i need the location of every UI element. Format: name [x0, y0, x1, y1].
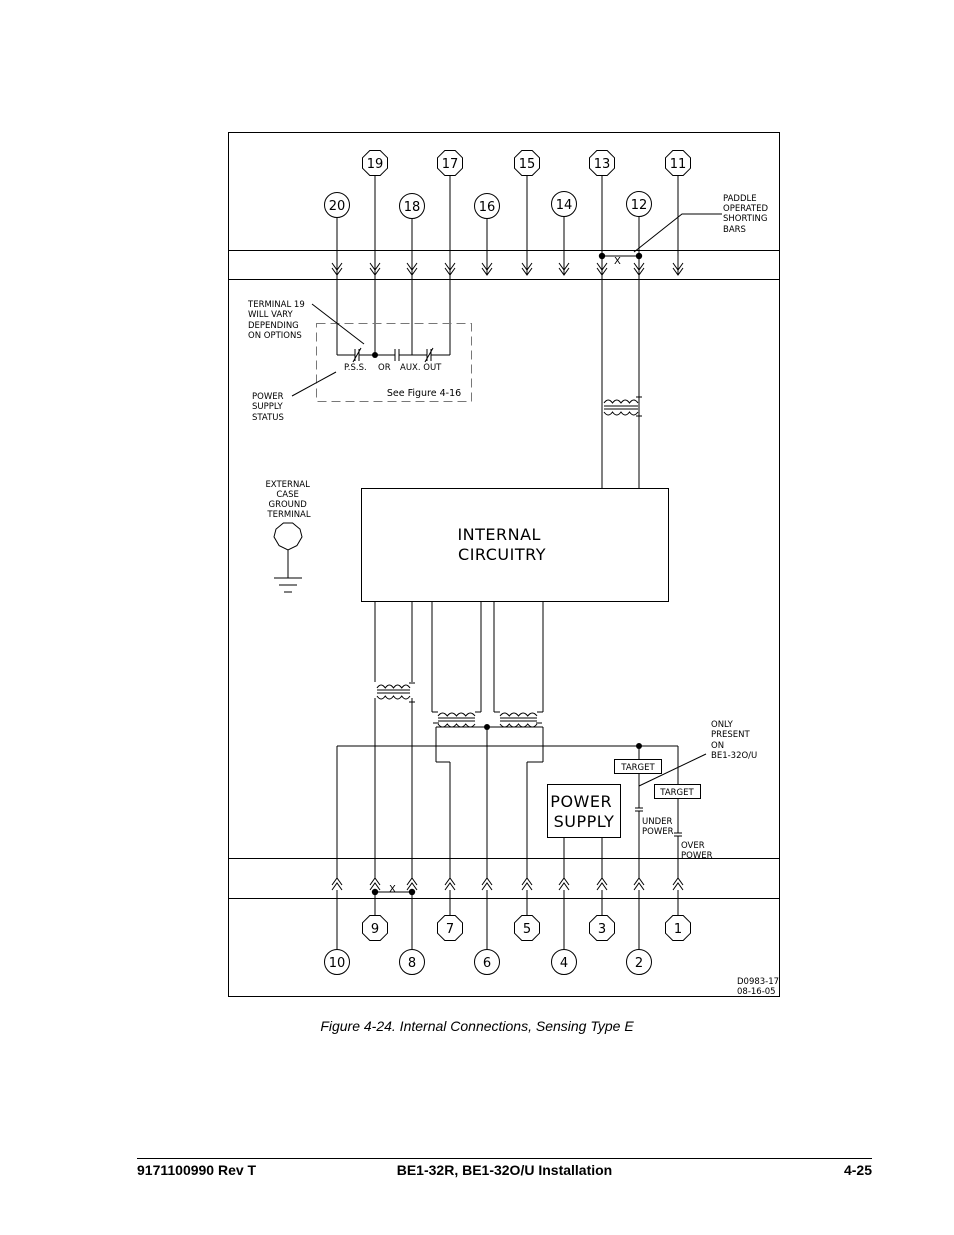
diagram-frame — [228, 132, 780, 997]
connector-arrow-up — [672, 877, 684, 891]
bottom-shorting-mark: X — [389, 884, 396, 895]
terminal-12: 12 — [626, 191, 652, 217]
terminal-8: 8 — [399, 949, 425, 975]
target-label-over: TARGET — [659, 788, 694, 798]
terminal-7: 7 — [437, 915, 463, 941]
terminal-16: 16 — [474, 193, 500, 219]
pss-label: P.S.S. — [344, 363, 367, 373]
target-label-under: TARGET — [620, 763, 655, 773]
terminal-13: 13 — [589, 150, 615, 176]
see-figure-note: See Figure 4-16 — [387, 388, 461, 399]
terminal-number: 13 — [594, 157, 611, 172]
page-footer: 9171100990 Rev T BE1-32R, BE1-32O/U Inst… — [137, 1158, 872, 1178]
figure-caption: Figure 4-24. Internal Connections, Sensi… — [320, 1018, 634, 1034]
terminal-19: 19 — [362, 150, 388, 176]
only-present-note: ONLY PRESENT ON BE1-32O/U — [711, 720, 757, 761]
connector-arrow-down — [444, 262, 456, 276]
terminal-2: 2 — [626, 949, 652, 975]
terminal-14: 14 — [551, 191, 577, 217]
footer-title: BE1-32R, BE1-32O/U Installation — [396, 1162, 613, 1178]
target-box-over — [654, 784, 701, 799]
connector-arrow-down — [672, 262, 684, 276]
terminal-10: 10 — [324, 949, 350, 975]
connector-arrow-down — [558, 262, 570, 276]
terminal-number: 5 — [523, 922, 531, 937]
terminal-number: 4 — [560, 956, 568, 971]
connector-arrow-up — [369, 877, 381, 891]
terminal-number: 1 — [674, 922, 682, 937]
internal-circuitry-label: INTERNAL CIRCUITRY — [457, 525, 546, 564]
terminal-number: 17 — [442, 157, 459, 172]
over-power-label: OVER POWER — [681, 841, 713, 861]
terminal-number: 7 — [446, 922, 454, 937]
footer-page-number: 4-25 — [843, 1162, 872, 1178]
terminal-number: 9 — [371, 922, 379, 937]
connector-arrow-up — [331, 877, 343, 891]
connector-arrow-down — [369, 262, 381, 276]
internal-circuitry-box — [361, 488, 669, 602]
option-box — [316, 323, 472, 402]
connector-arrow-up — [633, 877, 645, 891]
bottom-terminal-row: 9 7 5 3 1 10 8 6 4 2 — [324, 915, 691, 975]
terminal-number: 20 — [329, 199, 346, 214]
connector-arrow-down — [596, 262, 608, 276]
top-connector-arrows — [331, 262, 684, 276]
terminal-number: 8 — [408, 956, 416, 971]
terminal-20: 20 — [324, 192, 350, 218]
connector-arrow-down — [521, 262, 533, 276]
connector-arrow-up — [558, 877, 570, 891]
power-supply-label: POWER SUPPLY — [550, 792, 617, 831]
terminal-number: 18 — [404, 200, 421, 215]
drawing-number: D0983-17 08-16-05 — [737, 977, 782, 997]
connector-arrow-up — [406, 877, 418, 891]
terminal-number: 15 — [519, 157, 536, 172]
ground-note: EXTERNAL CASE GROUND TERMINAL — [265, 480, 312, 520]
connector-arrow-down — [331, 262, 343, 276]
connector-arrow-down — [406, 262, 418, 276]
terminal-5: 5 — [514, 915, 540, 941]
terminal-3: 3 — [589, 915, 615, 941]
terminal-number: 3 — [598, 922, 606, 937]
terminal-number: 16 — [479, 200, 496, 215]
power-supply-box — [547, 784, 621, 838]
terminal-11: 11 — [665, 150, 691, 176]
terminal-number: 2 — [635, 956, 643, 971]
terminal-1: 1 — [665, 915, 691, 941]
terminal-17: 17 — [437, 150, 463, 176]
top-terminal-row: 19 17 15 13 11 20 18 16 14 12 — [324, 150, 691, 219]
or-label: OR — [378, 363, 391, 373]
connector-arrow-up — [521, 877, 533, 891]
terminal-number: 14 — [556, 198, 573, 213]
target-box-under — [614, 759, 662, 774]
terminal-18: 18 — [399, 193, 425, 219]
under-power-label: UNDER POWER — [642, 817, 675, 837]
terminal-9: 9 — [362, 915, 388, 941]
terminal-number: 19 — [367, 157, 384, 172]
bottom-connector-arrows — [331, 877, 684, 891]
connector-arrow-down — [481, 262, 493, 276]
terminal-number: 11 — [670, 157, 687, 172]
ground-terminal-icon — [273, 522, 303, 551]
connector-arrow-up — [444, 877, 456, 891]
terminal-4: 4 — [551, 949, 577, 975]
terminal-number: 10 — [329, 956, 346, 971]
paddle-note: PADDLE OPERATED SHORTING BARS — [723, 194, 771, 235]
connector-arrow-up — [596, 877, 608, 891]
terminal-15: 15 — [514, 150, 540, 176]
connector-arrow-up — [481, 877, 493, 891]
power-supply-status-note: POWER SUPPLY STATUS — [252, 392, 286, 423]
terminal19-note: TERMINAL 19 WILL VARY DEPENDING ON OPTIO… — [247, 300, 307, 341]
top-shorting-mark: X — [614, 256, 621, 267]
connector-arrow-down — [633, 262, 645, 276]
terminal-number: 6 — [483, 956, 491, 971]
footer-doc-number: 9171100990 Rev T — [137, 1162, 257, 1178]
terminal-6: 6 — [474, 949, 500, 975]
aux-out-label: AUX. OUT — [400, 363, 442, 373]
terminal-number: 12 — [631, 198, 648, 213]
